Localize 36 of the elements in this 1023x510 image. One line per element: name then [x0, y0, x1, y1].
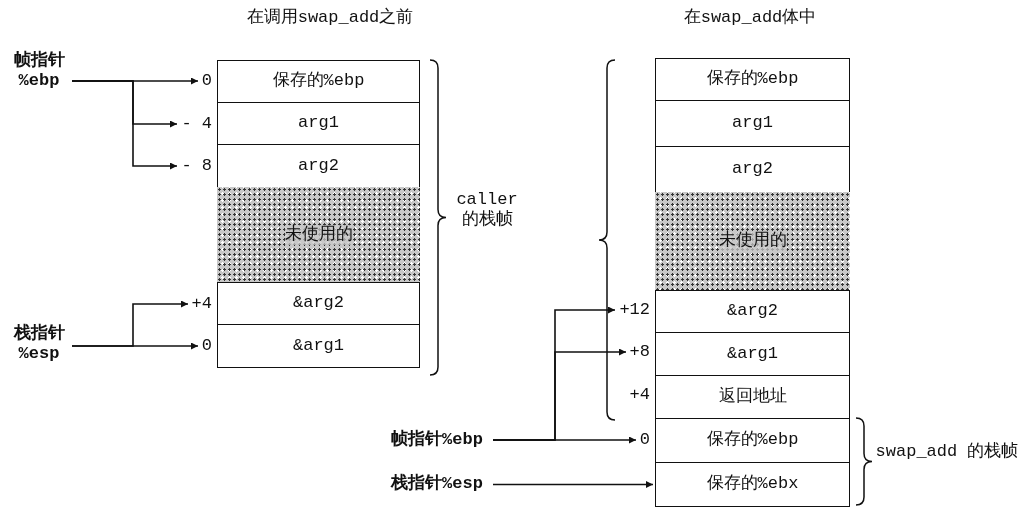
offset-label: - 4: [179, 111, 212, 137]
pointer-label: 帧指针%ebp: [383, 427, 491, 453]
stack-cell: &arg1: [217, 324, 420, 368]
pointer-label: 帧指针 %ebp: [8, 45, 70, 97]
stack-cell: arg1: [217, 102, 420, 145]
offset-label: +8: [628, 339, 650, 365]
offset-label: 0: [200, 68, 212, 94]
stack-cell: arg1: [655, 100, 850, 147]
offset-label: +12: [617, 297, 650, 323]
column-title: 在调用swap_add之前: [245, 8, 415, 29]
stack-cell: 保存的%ebp: [217, 60, 420, 103]
stack-cell: &arg2: [217, 282, 420, 325]
pointer-label: 栈指针%esp: [383, 471, 491, 497]
offset-label: 0: [638, 427, 650, 453]
offset-label: +4: [190, 291, 212, 317]
stack-cell: 保存的%ebp: [655, 418, 850, 463]
brace-label: swap_add 的栈帧: [874, 442, 1020, 463]
stack-cell: 保存的%ebx: [655, 462, 850, 507]
arrow: [71, 80, 178, 170]
stack-cell: &arg2: [655, 290, 850, 333]
stack-cell: arg2: [217, 144, 420, 188]
stack-cell: &arg1: [655, 332, 850, 376]
column-title: 在swap_add体中: [682, 8, 818, 29]
unused-stack-cell: 未使用的: [655, 192, 850, 291]
offset-label: - 8: [179, 153, 212, 179]
stack-cell: 保存的%ebp: [655, 58, 850, 101]
arrow: [492, 481, 654, 488]
brace-label: caller 的栈帧: [455, 190, 519, 231]
pointer-label: 栈指针 %esp: [8, 318, 70, 370]
arrow: [71, 342, 199, 350]
offset-label: +4: [628, 382, 650, 408]
unused-stack-cell: 未使用的: [217, 187, 420, 283]
stack-cell: 返回地址: [655, 375, 850, 419]
offset-label: 0: [200, 333, 212, 359]
stack-cell: arg2: [655, 146, 850, 193]
arrow: [492, 436, 637, 444]
